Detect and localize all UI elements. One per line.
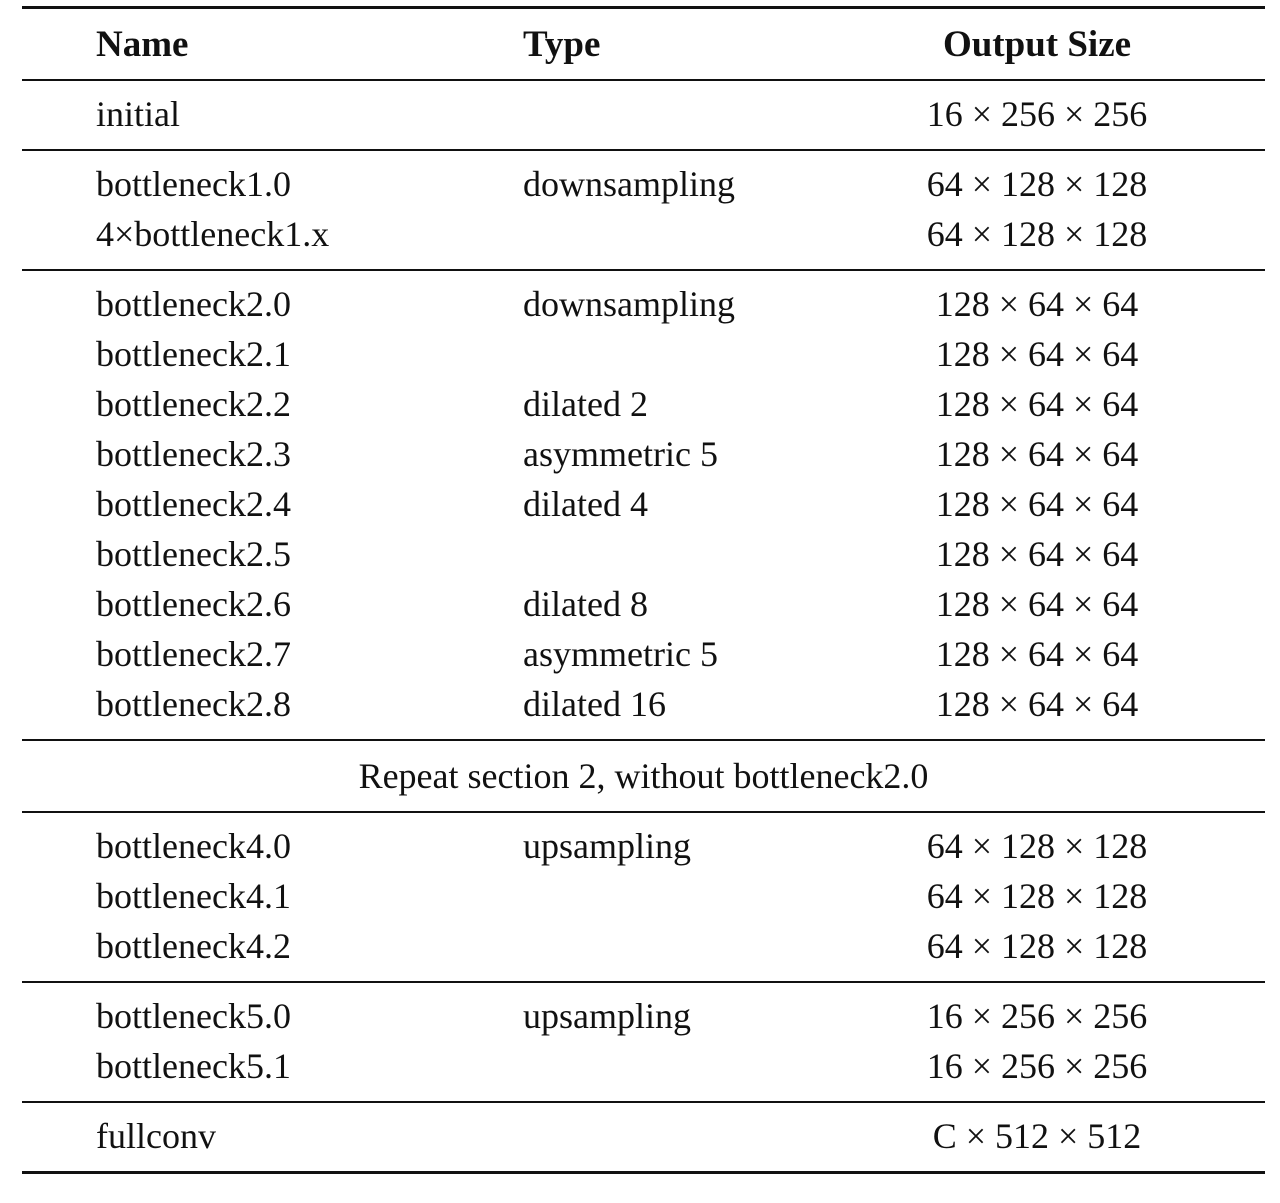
table-section: fullconv C × 512 × 512 (22, 1103, 1265, 1171)
section-rule (22, 981, 1265, 983)
cell-name: fullconv (96, 1116, 216, 1156)
cell-output-size: C × 512 × 512 (932, 1116, 1142, 1156)
header-output-size: Output Size (942, 23, 1132, 65)
cell-output-size: 128 × 64 × 64 (935, 284, 1139, 324)
cell-name: bottleneck2.4 (96, 484, 291, 524)
cell-type: asymmetric 5 (523, 634, 718, 674)
section-rule (22, 149, 1265, 151)
cell-output-size: 16 × 256 × 256 (926, 1046, 1148, 1086)
cell-output-size: 64 × 128 × 128 (926, 826, 1148, 866)
cell-name: initial (96, 94, 180, 134)
table-row: initial 16 × 256 × 256 (22, 89, 1265, 139)
cell-name: bottleneck2.2 (96, 384, 291, 424)
cell-type: dilated 16 (523, 684, 666, 724)
table-row: bottleneck2.2 dilated 2 128 × 64 × 64 (22, 379, 1265, 429)
table-row: bottleneck1.0 downsampling 64 × 128 × 128 (22, 159, 1265, 209)
cell-type: dilated 4 (523, 484, 648, 524)
cell-output-size: 128 × 64 × 64 (935, 434, 1139, 474)
cell-name: bottleneck1.0 (96, 164, 291, 204)
table-row: bottleneck4.0 upsampling 64 × 128 × 128 (22, 821, 1265, 871)
cell-name: bottleneck5.0 (96, 996, 291, 1036)
cell-output-size: 128 × 64 × 64 (935, 534, 1139, 574)
table-row: bottleneck2.6 dilated 8 128 × 64 × 64 (22, 579, 1265, 629)
table-header: Name Type Output Size (22, 9, 1265, 79)
cell-output-size: 64 × 128 × 128 (926, 214, 1148, 254)
cell-name: bottleneck5.1 (96, 1046, 291, 1086)
cell-output-size: 16 × 256 × 256 (926, 94, 1148, 134)
cell-output-size: 64 × 128 × 128 (926, 164, 1148, 204)
cell-name: bottleneck4.2 (96, 926, 291, 966)
architecture-table: Name Type Output Size initial 16 × 256 × … (22, 6, 1265, 1174)
cell-type: downsampling (523, 284, 735, 324)
header-type: Type (523, 23, 601, 65)
section-rule (22, 269, 1265, 271)
table-section: initial 16 × 256 × 256 (22, 81, 1265, 149)
cell-name: bottleneck2.8 (96, 684, 291, 724)
table-row: bottleneck5.0 upsampling 16 × 256 × 256 (22, 991, 1265, 1041)
table-row: bottleneck2.3 asymmetric 5 128 × 64 × 64 (22, 429, 1265, 479)
cell-output-size: 128 × 64 × 64 (935, 634, 1139, 674)
table-row: fullconv C × 512 × 512 (22, 1111, 1265, 1161)
table-row: 4×bottleneck1.x 64 × 128 × 128 (22, 209, 1265, 259)
cell-type: downsampling (523, 164, 735, 204)
cell-type: dilated 2 (523, 384, 648, 424)
table-row: bottleneck2.4 dilated 4 128 × 64 × 64 (22, 479, 1265, 529)
cell-name: bottleneck2.1 (96, 334, 291, 374)
section-rule (22, 811, 1265, 813)
cell-output-size: 64 × 128 × 128 (926, 876, 1148, 916)
cell-output-size: 128 × 64 × 64 (935, 384, 1139, 424)
cell-name: bottleneck2.7 (96, 634, 291, 674)
cell-output-size: 128 × 64 × 64 (935, 334, 1139, 374)
table-row: bottleneck5.1 16 × 256 × 256 (22, 1041, 1265, 1091)
cell-name: 4×bottleneck1.x (96, 214, 330, 254)
section-span-row: Repeat section 2, without bottleneck2.0 (358, 756, 929, 796)
table-row: bottleneck4.1 64 × 128 × 128 (22, 871, 1265, 921)
cell-name: bottleneck2.5 (96, 534, 291, 574)
cell-output-size: 128 × 64 × 64 (935, 484, 1139, 524)
table-row: bottleneck2.0 downsampling 128 × 64 × 64 (22, 279, 1265, 329)
section-rule (22, 739, 1265, 741)
cell-type: upsampling (523, 996, 691, 1036)
cell-output-size: 128 × 64 × 64 (935, 584, 1139, 624)
cell-output-size: 64 × 128 × 128 (926, 926, 1148, 966)
top-rule (22, 6, 1265, 9)
section-rule (22, 1101, 1265, 1103)
table-row: bottleneck2.5 128 × 64 × 64 (22, 529, 1265, 579)
cell-type: asymmetric 5 (523, 434, 718, 474)
cell-name: bottleneck2.0 (96, 284, 291, 324)
cell-name: bottleneck4.0 (96, 826, 291, 866)
cell-output-size: 128 × 64 × 64 (935, 684, 1139, 724)
cell-type: dilated 8 (523, 584, 648, 624)
table-row: bottleneck2.7 asymmetric 5 128 × 64 × 64 (22, 629, 1265, 679)
header-rule (22, 79, 1265, 81)
table-row: bottleneck2.8 dilated 16 128 × 64 × 64 (22, 679, 1265, 729)
cell-name: bottleneck2.6 (96, 584, 291, 624)
cell-name: bottleneck2.3 (96, 434, 291, 474)
table-row: bottleneck2.1 128 × 64 × 64 (22, 329, 1265, 379)
table-body: initial 16 × 256 × 256 bottleneck1.0 downsa… (22, 81, 1265, 1171)
cell-output-size: 16 × 256 × 256 (926, 996, 1148, 1036)
bottom-rule (22, 1171, 1265, 1174)
cell-name: bottleneck4.1 (96, 876, 291, 916)
header-name: Name (96, 23, 189, 65)
cell-type: upsampling (523, 826, 691, 866)
table-row: bottleneck4.2 64 × 128 × 128 (22, 921, 1265, 971)
